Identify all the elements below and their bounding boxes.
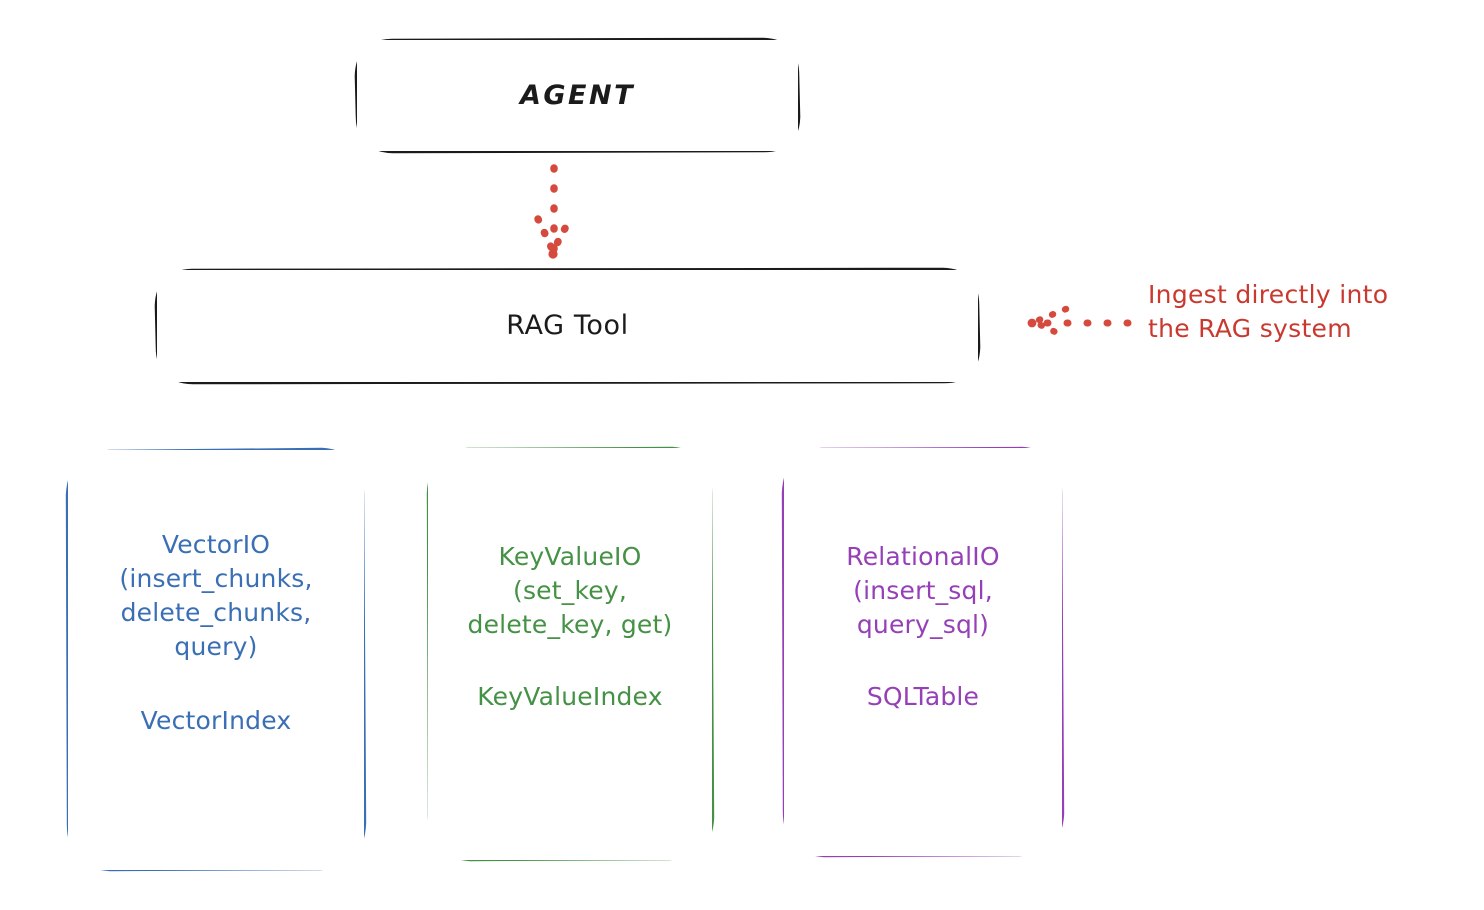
rag-tool-label: RAG Tool bbox=[506, 310, 629, 342]
agent-to-rag-connector bbox=[534, 164, 574, 259]
vector-index-label: VectorIndex bbox=[140, 706, 292, 735]
key-value-io-title: KeyValueIO (set_key, delete_key, get) bbox=[467, 542, 673, 639]
agent-label: AGENT bbox=[519, 79, 635, 111]
agent-node[interactable]: AGENT bbox=[357, 40, 798, 151]
relational-io-title: RelationalIO (insert_sql, query_sql) bbox=[846, 542, 1000, 639]
ingest-annotation-text: Ingest directly into the RAG system bbox=[1148, 280, 1389, 343]
sql-table-label: SQLTable bbox=[866, 682, 980, 711]
rag-tool-node[interactable]: RAG Tool bbox=[157, 270, 978, 382]
vector-io-node[interactable]: VectorIO (insert_chunks, delete_chunks, … bbox=[68, 450, 364, 870]
vector-io-title: VectorIO (insert_chunks, delete_chunks, … bbox=[119, 530, 313, 661]
key-value-index-label: KeyValueIndex bbox=[477, 682, 663, 711]
ingest-connector-arrow bbox=[1027, 305, 1132, 341]
relational-io-node[interactable]: RelationalIO (insert_sql, query_sql) SQL… bbox=[784, 448, 1062, 856]
key-value-io-node[interactable]: KeyValueIO (set_key, delete_key, get) Ke… bbox=[428, 448, 712, 860]
